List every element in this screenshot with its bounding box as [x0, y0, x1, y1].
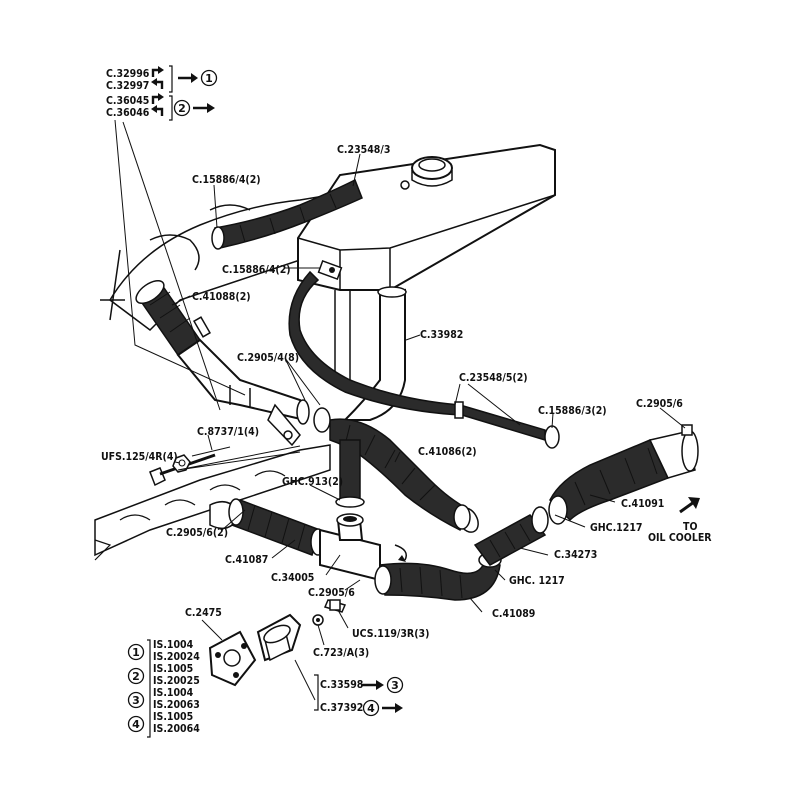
label-c41086: C.41086(2)	[418, 446, 477, 458]
label-c41091: C.41091	[621, 498, 664, 510]
label-c34273: C.34273	[554, 549, 597, 561]
label-c2905-6-bottom: C.2905/6	[308, 587, 355, 599]
variant-code-3: C.36045	[106, 95, 149, 107]
ref-circle-3: 3	[391, 679, 399, 692]
label-c33598: C.33598	[320, 679, 363, 691]
right-arrow-icon	[191, 73, 198, 83]
label-ufs125: UFS.125/4R(4)	[101, 451, 178, 463]
label-c41087: C.41087	[225, 554, 268, 566]
right-arrow-icon	[395, 703, 403, 713]
hose-c41091	[548, 424, 699, 525]
hose-c41089	[374, 552, 502, 601]
nut-c8737	[172, 454, 191, 473]
label-c15886-4-top: C.15886/4(2)	[192, 174, 261, 186]
header-tank	[297, 143, 556, 380]
legend-item: IS.1005	[153, 711, 193, 723]
label-oil-cooler: OIL COOLER	[648, 532, 712, 544]
label-c41089: C.41089	[492, 608, 535, 620]
label-c15886-4-mid: C.15886/4(2)	[222, 264, 291, 276]
legend-item: IS.20025	[153, 675, 200, 687]
label-ucs119: UCS.119/3R(3)	[352, 628, 429, 640]
label-c34005: C.34005	[271, 572, 314, 584]
lower-hose-c41087	[228, 498, 326, 556]
legend-ref-2: 2	[132, 670, 140, 683]
label-ghc1217-b: GHC. 1217	[509, 575, 565, 587]
turn-left-arrow-icon	[151, 105, 164, 116]
turn-right-arrow-icon	[151, 66, 164, 77]
label-c33982: C.33982	[420, 329, 463, 341]
legend-item: IS.20064	[153, 723, 200, 735]
legend-item: IS.20024	[153, 651, 200, 663]
right-arrow-icon	[207, 103, 215, 113]
label-c41088: C.41088(2)	[192, 291, 251, 303]
part-labels: C.23548/3 C.15886/4(2) C.15886/4(2) C.41…	[101, 144, 712, 717]
ref-circle-4: 4	[367, 702, 375, 715]
washer-c723	[312, 614, 324, 626]
label-ghc1217-a: GHC.1217	[590, 522, 642, 534]
hose-c15886-mid	[288, 259, 560, 449]
adaptor-c33598	[256, 613, 302, 662]
label-c8737: C.8737/1(4)	[197, 426, 259, 438]
hose-c15886-top	[211, 178, 363, 250]
hose-c34273	[473, 506, 549, 566]
gasket-c2475	[208, 630, 257, 687]
label-c723: C.723/A(3)	[313, 647, 369, 659]
legend-item: IS.1005	[153, 663, 193, 675]
leader-lines	[114, 119, 686, 701]
label-c2905-6-left: C.2905/6(2)	[166, 527, 228, 539]
label-c2475: C.2475	[185, 607, 222, 619]
hose-c41088	[135, 279, 310, 447]
turn-left-arrow-icon	[151, 78, 164, 89]
legend-ref-3: 3	[132, 694, 140, 707]
variant-key: C.32996 C.32997 C.36045 C.36046 1 2	[106, 65, 218, 121]
arrow-icon	[688, 497, 700, 509]
label-c15886-3: C.15886/3(2)	[538, 405, 607, 417]
legend-item: IS.1004	[153, 639, 194, 651]
ref-circle-1: 1	[205, 72, 213, 85]
label-c2905-4: C.2905/4(8)	[237, 352, 299, 364]
label-c23548-3: C.23548/3	[337, 144, 390, 156]
label-ghc913: GHC.913(2)	[282, 476, 343, 488]
variant-code-2: C.32997	[106, 80, 149, 92]
legend-ref-1: 1	[132, 646, 140, 659]
legend-item: IS.20063	[153, 699, 200, 711]
legend-item: IS.1004	[153, 687, 194, 699]
ref-circle-2: 2	[178, 102, 186, 115]
label-c2905-6-right: C.2905/6	[636, 398, 683, 410]
turn-right-arrow-icon	[151, 93, 164, 104]
legend: 1 IS.1004 IS.20024 2 IS.1005 IS.20025 3 …	[127, 639, 200, 738]
label-c23548-5: C.23548/5(2)	[459, 372, 528, 384]
variant-code-4: C.36046	[106, 107, 150, 119]
hose-c41086	[313, 407, 479, 533]
variant-code-1: C.32996	[106, 68, 150, 80]
label-to: TO	[683, 521, 697, 533]
bolt-ucs119	[323, 599, 347, 613]
label-c37392: C.37392	[320, 702, 363, 714]
legend-ref-4: 4	[132, 718, 140, 731]
right-arrow-icon	[376, 680, 384, 690]
